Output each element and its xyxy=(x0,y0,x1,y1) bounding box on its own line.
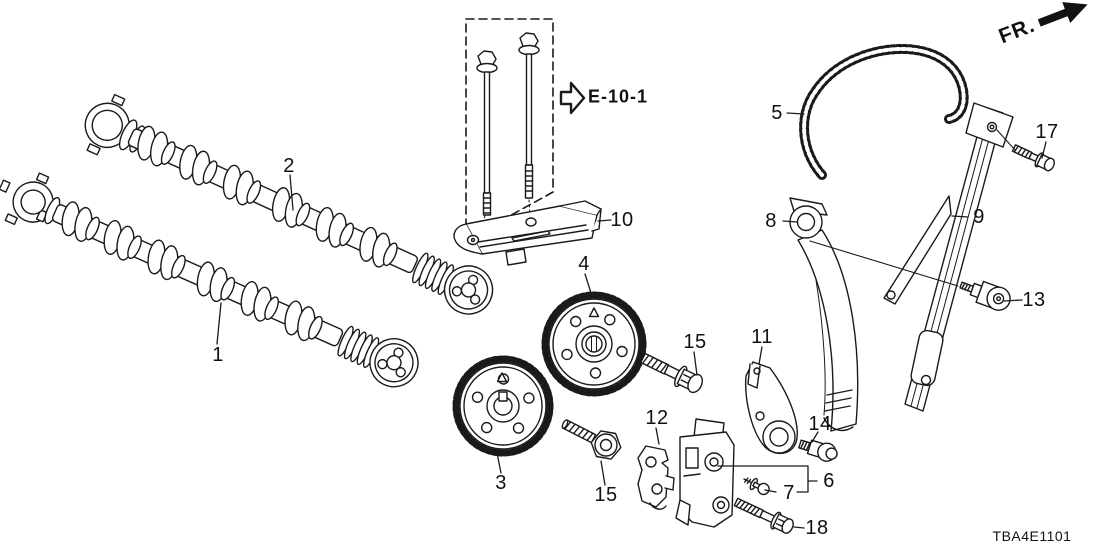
callout-11: 11 xyxy=(751,326,773,348)
callout-2: 2 xyxy=(283,155,295,177)
diagram-code: TBA4E1101 xyxy=(992,528,1072,544)
pivot-bolt-13 xyxy=(959,280,1011,311)
callout-6: 6 xyxy=(823,470,835,492)
callout-15-upper: 15 xyxy=(683,331,707,353)
callout-3: 3 xyxy=(495,472,507,494)
callout-9: 9 xyxy=(973,206,985,228)
camshaft-1 xyxy=(0,172,427,396)
reference-box xyxy=(465,18,554,241)
vtc-actuator-4 xyxy=(541,291,647,397)
tensioner-arm-11 xyxy=(744,361,798,455)
callout-14: 14 xyxy=(808,413,832,435)
cam-chain xyxy=(799,43,969,180)
chain-guide-8 xyxy=(789,197,859,432)
callout-8: 8 xyxy=(765,210,777,232)
guide-bolt-17 xyxy=(1011,144,1055,172)
cam-holder-plate xyxy=(453,200,602,266)
pin-bolt-7 xyxy=(743,477,770,496)
chain-tensioner-6 xyxy=(675,418,735,528)
engine-reference-label: E-10-1 xyxy=(587,86,649,107)
tensioner-bolt-18 xyxy=(733,497,794,534)
callout-17: 17 xyxy=(1035,121,1059,143)
leader-lines xyxy=(216,112,1047,529)
chain-guide-9 xyxy=(883,102,1014,412)
callout-5: 5 xyxy=(771,102,783,124)
sprocket-bolt-15-lower xyxy=(561,419,622,460)
flange-bolt-long-right xyxy=(518,32,540,219)
assembly-lines xyxy=(809,129,1016,287)
sealing-bolt-14 xyxy=(798,439,838,462)
callout-15-lower: 15 xyxy=(594,484,618,506)
sprocket-bolt-15-upper xyxy=(640,352,704,394)
callout-7: 7 xyxy=(783,482,795,504)
camshaft-2 xyxy=(84,93,502,323)
tensioner-plate-12 xyxy=(637,445,675,510)
reference-arrow-icon xyxy=(559,81,586,115)
callout-18: 18 xyxy=(805,517,829,539)
callout-4: 4 xyxy=(578,253,590,275)
callout-13: 13 xyxy=(1022,289,1046,311)
flange-bolt-long-left xyxy=(476,50,498,235)
callout-1: 1 xyxy=(212,344,224,366)
cam-sprocket-3 xyxy=(452,355,554,457)
callout-12: 12 xyxy=(645,407,669,429)
callout-10: 10 xyxy=(610,209,634,231)
